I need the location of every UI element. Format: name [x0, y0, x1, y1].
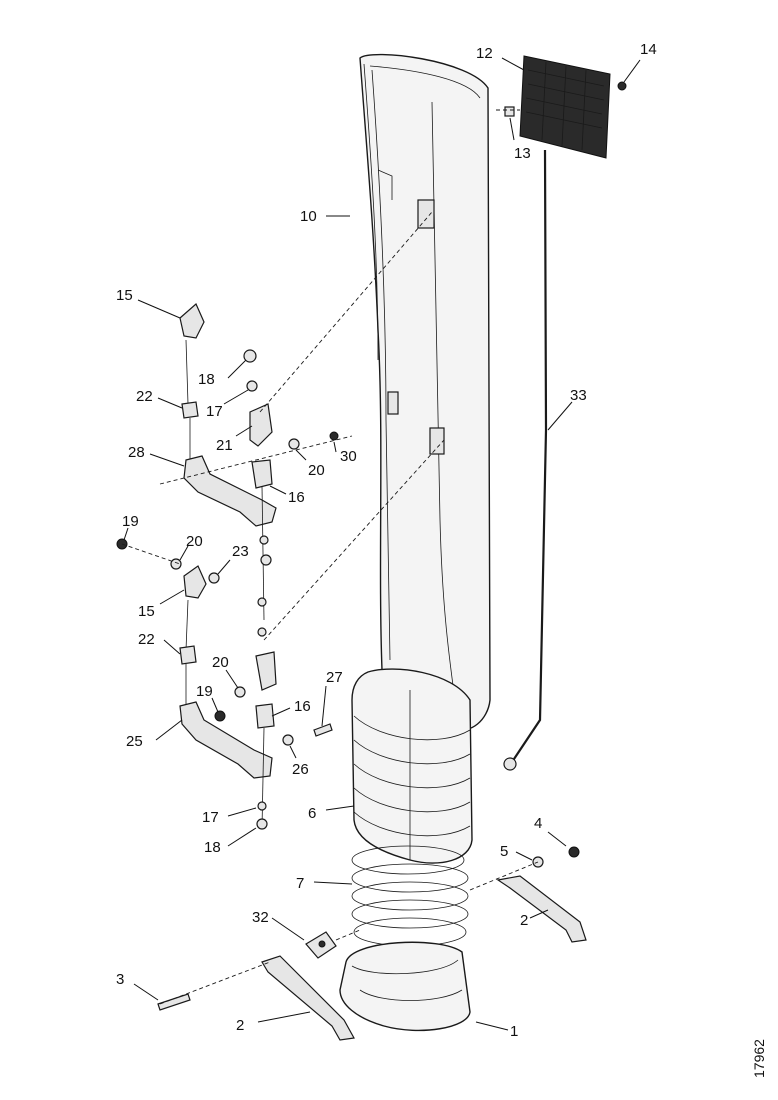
callout-15-lower: 15	[138, 603, 155, 620]
rod-part-33	[503, 149, 548, 771]
clip-part-13	[504, 106, 515, 117]
spring-coil-part-7	[351, 845, 469, 947]
callout-19-lower: 19	[196, 683, 213, 700]
callout-2-right: 2	[520, 912, 528, 929]
callout-1: 1	[510, 1023, 518, 1040]
callout-22-upper: 22	[136, 388, 153, 405]
callout-15-upper: 15	[116, 287, 133, 304]
bracket-part-2-right	[496, 875, 587, 943]
callout-3: 3	[116, 971, 124, 988]
clip-part-32	[305, 931, 337, 959]
screw-part-4	[568, 846, 580, 858]
callout-16-lower: 16	[294, 698, 311, 715]
bellows-part-6	[351, 668, 473, 864]
callout-6: 6	[308, 805, 316, 822]
callout-12: 12	[476, 45, 493, 62]
bracket-part-2-left	[261, 955, 355, 1041]
duct-assembly-part-10	[359, 53, 491, 731]
callout-17-lower: 17	[202, 809, 219, 826]
figure-number: 17962	[751, 1039, 767, 1078]
callout-27: 27	[326, 669, 343, 686]
callout-26: 26	[292, 761, 309, 778]
callout-7: 7	[296, 875, 304, 892]
callout-labels: 1 2 2 3 4 5 6 7 10 12 13 14 15 15 16 16 …	[116, 41, 657, 1040]
callout-18-lower: 18	[204, 839, 221, 856]
screw-part-3	[157, 993, 191, 1011]
callout-20-upper: 20	[308, 462, 325, 479]
callout-5: 5	[500, 843, 508, 860]
callout-23: 23	[232, 543, 249, 560]
callout-20-lower: 20	[212, 654, 229, 671]
callout-4: 4	[534, 815, 542, 832]
grille-panel-part-12	[519, 55, 611, 159]
callout-22-lower: 22	[138, 631, 155, 648]
base-housing-part-1	[339, 941, 471, 1032]
callout-10: 10	[300, 208, 317, 225]
upper-linkage	[179, 303, 339, 637]
callout-21: 21	[216, 437, 233, 454]
callout-25: 25	[126, 733, 143, 750]
callout-2-lower: 2	[236, 1017, 244, 1034]
callout-17-upper: 17	[206, 403, 223, 420]
callout-32: 32	[252, 909, 269, 926]
callout-30: 30	[340, 448, 357, 465]
callout-20-mid: 20	[186, 533, 203, 550]
lower-linkage	[116, 538, 333, 830]
leader-lines	[123, 57, 641, 1031]
assembly-lines	[121, 109, 539, 1005]
callout-18-upper: 18	[198, 371, 215, 388]
callout-14: 14	[640, 41, 657, 58]
callout-33: 33	[570, 387, 587, 404]
callout-28: 28	[128, 444, 145, 461]
callout-19-upper: 19	[122, 513, 139, 530]
callout-16-upper: 16	[288, 489, 305, 506]
callout-13: 13	[514, 145, 531, 162]
screw-part-14	[617, 81, 627, 91]
